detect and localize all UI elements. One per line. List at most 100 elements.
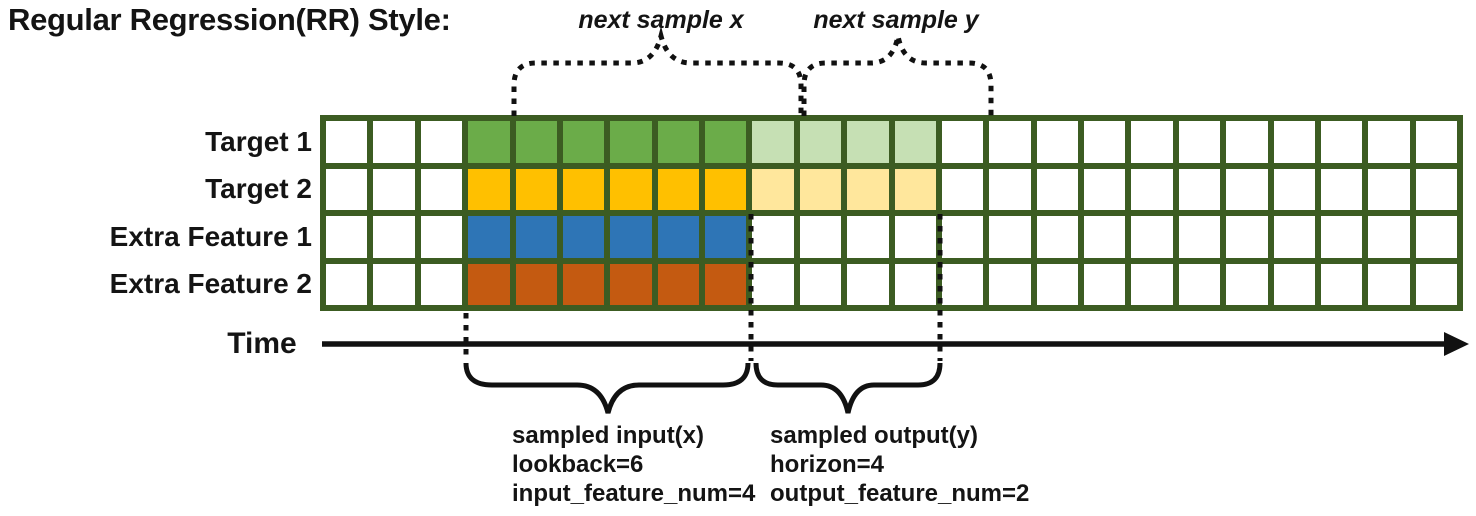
next-sample-y-label: next sample y bbox=[813, 6, 979, 34]
sampled-output-brace bbox=[753, 362, 943, 414]
horizon-value: horizon=4 bbox=[770, 451, 885, 478]
grid-cell-target-2-col14 bbox=[941, 168, 984, 210]
grid-cell-extra-feature-1-col22 bbox=[1320, 216, 1363, 258]
grid-cell-extra-feature-1-col7 bbox=[610, 216, 652, 258]
grid-cell-target-1-col22 bbox=[1320, 121, 1363, 163]
grid-cell-target-1-col16 bbox=[1036, 121, 1078, 163]
grid-cell-target-1-col2 bbox=[373, 121, 415, 163]
grid-cell-extra-feature-2-col22 bbox=[1320, 263, 1363, 305]
grid-cell-target-1-col4 bbox=[468, 121, 510, 163]
grid-cell-extra-feature-2-col11 bbox=[799, 263, 842, 305]
grid-cell-target-1-col8 bbox=[657, 121, 699, 163]
grid-cell-extra-feature-2-col2 bbox=[373, 263, 415, 305]
grid-cell-extra-feature-2-col1 bbox=[326, 263, 368, 305]
time-axis-arrowhead-icon bbox=[1444, 332, 1469, 356]
grid-cell-extra-feature-1-col4 bbox=[468, 216, 510, 258]
grid-cell-extra-feature-1-col24 bbox=[1415, 216, 1457, 258]
grid-cell-target-2-col12 bbox=[847, 168, 889, 210]
grid-cell-target-2-col2 bbox=[373, 168, 415, 210]
grid-cell-target-2-col3 bbox=[420, 168, 463, 210]
sampled-output-annotation: sampled output(y) horizon=4 output_featu… bbox=[770, 421, 1029, 508]
grid-cell-extra-feature-2-col6 bbox=[562, 263, 605, 305]
grid-cell-target-2-col24 bbox=[1415, 168, 1457, 210]
sample-grid bbox=[320, 115, 1463, 311]
grid-cell-extra-feature-2-col19 bbox=[1178, 263, 1221, 305]
grid-cell-extra-feature-1-col17 bbox=[1084, 216, 1126, 258]
sampled-input-annotation: sampled input(x) lookback=6 input_featur… bbox=[512, 421, 755, 508]
grid-cell-extra-feature-2-col16 bbox=[1036, 263, 1078, 305]
row-labels: Target 1 Target 2 Extra Feature 1 Extra Fea… bbox=[0, 115, 312, 311]
grid-cell-target-1-col6 bbox=[562, 121, 605, 163]
grid-cell-target-2-col21 bbox=[1273, 168, 1315, 210]
row-label-extra-feature-2: Extra Feature 2 bbox=[109, 268, 312, 300]
grid-cell-extra-feature-1-col2 bbox=[373, 216, 415, 258]
grid-cell-extra-feature-1-col1 bbox=[326, 216, 368, 258]
grid-cell-extra-feature-2-col7 bbox=[610, 263, 652, 305]
grid-cell-extra-feature-2-col17 bbox=[1084, 263, 1126, 305]
grid-cell-target-2-col18 bbox=[1131, 168, 1173, 210]
grid-cell-target-1-col7 bbox=[610, 121, 652, 163]
row-label-target-2: Target 2 bbox=[205, 173, 312, 205]
grid-cell-extra-feature-1-col16 bbox=[1036, 216, 1078, 258]
grid-cell-extra-feature-1-col14 bbox=[941, 216, 984, 258]
grid-cell-extra-feature-1-col20 bbox=[1226, 216, 1268, 258]
grid-cell-extra-feature-1-col12 bbox=[847, 216, 889, 258]
grid-cell-target-2-col5 bbox=[515, 168, 557, 210]
grid-cell-target-1-col20 bbox=[1226, 121, 1268, 163]
grid-cell-extra-feature-1-col10 bbox=[752, 216, 794, 258]
grid-cell-target-2-col16 bbox=[1036, 168, 1078, 210]
grid-cell-extra-feature-1-col19 bbox=[1178, 216, 1221, 258]
grid-cell-target-1-col15 bbox=[989, 121, 1031, 163]
grid-cell-extra-feature-2-col12 bbox=[847, 263, 889, 305]
sampled-input-title: sampled input(x) bbox=[512, 422, 705, 449]
grid-cell-extra-feature-1-col9 bbox=[705, 216, 747, 258]
output-feature-num-value: output_feature_num=2 bbox=[770, 480, 1030, 507]
grid-cell-extra-feature-1-col13 bbox=[894, 216, 936, 258]
sampled-output-title: sampled output(y) bbox=[770, 422, 978, 449]
grid-cell-extra-feature-2-col13 bbox=[894, 263, 936, 305]
grid-cell-target-1-col9 bbox=[705, 121, 747, 163]
input-feature-num-value: input_feature_num=4 bbox=[512, 480, 756, 507]
grid-cell-extra-feature-2-col23 bbox=[1368, 263, 1410, 305]
time-axis-label: Time bbox=[227, 327, 297, 360]
grid-cell-extra-feature-1-col8 bbox=[657, 216, 699, 258]
grid-cell-target-1-col18 bbox=[1131, 121, 1173, 163]
grid-cell-target-1-col19 bbox=[1178, 121, 1221, 163]
diagram-title: Regular Regression(RR) Style: bbox=[8, 2, 451, 37]
grid-cell-extra-feature-2-col4 bbox=[468, 263, 510, 305]
grid-cell-extra-feature-2-col15 bbox=[989, 263, 1031, 305]
grid-cell-target-1-col10 bbox=[752, 121, 794, 163]
grid-cell-extra-feature-1-col21 bbox=[1273, 216, 1315, 258]
grid-cell-target-2-col20 bbox=[1226, 168, 1268, 210]
grid-cell-target-1-col11 bbox=[799, 121, 842, 163]
grid-cell-target-1-col21 bbox=[1273, 121, 1315, 163]
grid-cell-target-1-col5 bbox=[515, 121, 557, 163]
grid-cell-target-2-col6 bbox=[562, 168, 605, 210]
grid-cell-target-1-col14 bbox=[941, 121, 984, 163]
grid-cell-extra-feature-2-col5 bbox=[515, 263, 557, 305]
grid-cell-target-2-col17 bbox=[1084, 168, 1126, 210]
grid-cell-extra-feature-2-col9 bbox=[705, 263, 747, 305]
grid-cell-extra-feature-2-col20 bbox=[1226, 263, 1268, 305]
grid-cell-target-2-col15 bbox=[989, 168, 1031, 210]
grid-cell-target-2-col19 bbox=[1178, 168, 1221, 210]
grid-cell-target-2-col8 bbox=[657, 168, 699, 210]
row-label-extra-feature-1: Extra Feature 1 bbox=[109, 220, 312, 252]
grid-cell-target-2-col7 bbox=[610, 168, 652, 210]
grid-cell-extra-feature-2-col21 bbox=[1273, 263, 1315, 305]
grid-cell-extra-feature-1-col23 bbox=[1368, 216, 1410, 258]
grid-cell-target-2-col22 bbox=[1320, 168, 1363, 210]
grid-cell-target-2-col9 bbox=[705, 168, 747, 210]
grid-cell-extra-feature-1-col6 bbox=[562, 216, 605, 258]
row-label-target-1: Target 1 bbox=[205, 125, 312, 157]
grid-cell-extra-feature-2-col18 bbox=[1131, 263, 1173, 305]
grid-cell-extra-feature-2-col24 bbox=[1415, 263, 1457, 305]
next-sample-y-brace bbox=[801, 35, 994, 116]
grid-cell-target-2-col1 bbox=[326, 168, 368, 210]
grid-cell-target-2-col11 bbox=[799, 168, 842, 210]
grid-cell-extra-feature-2-col3 bbox=[420, 263, 463, 305]
grid-cell-extra-feature-1-col18 bbox=[1131, 216, 1173, 258]
grid-cell-extra-feature-2-col10 bbox=[752, 263, 794, 305]
grid-cell-target-1-col23 bbox=[1368, 121, 1410, 163]
